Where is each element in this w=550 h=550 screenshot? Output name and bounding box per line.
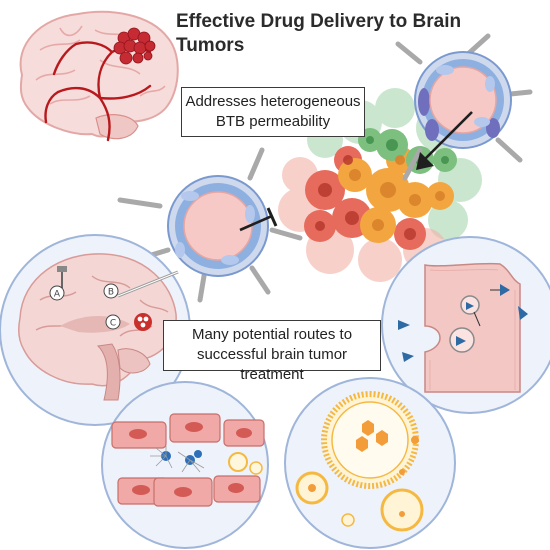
brain-with-tumor-icon xyxy=(19,10,179,142)
callout-btb-permeability: Addresses heterogeneous BTB permeability xyxy=(181,87,365,137)
svg-text:B: B xyxy=(108,288,114,298)
blood-vessel-icon-upper xyxy=(414,51,512,170)
liposome-circle xyxy=(284,377,456,549)
endothelial-cells-circle xyxy=(101,381,269,549)
blood-vessel-icon-lower xyxy=(167,175,278,277)
astrocyte-processes xyxy=(117,33,533,303)
figure-title: Effective Drug Delivery to Brain Tumors xyxy=(176,11,462,56)
callout-treatment-routes: Many potential routes to successful brai… xyxy=(163,320,381,383)
cell-membrane-circle xyxy=(381,236,550,414)
sagittal-brain-circle xyxy=(0,234,191,426)
svg-text:A: A xyxy=(54,290,61,300)
svg-text:C: C xyxy=(110,319,116,329)
tumor-mass-icon xyxy=(278,88,482,282)
route-marker-c: C xyxy=(105,314,121,330)
route-marker-a: A xyxy=(49,285,65,301)
route-marker-b: B xyxy=(103,283,119,299)
